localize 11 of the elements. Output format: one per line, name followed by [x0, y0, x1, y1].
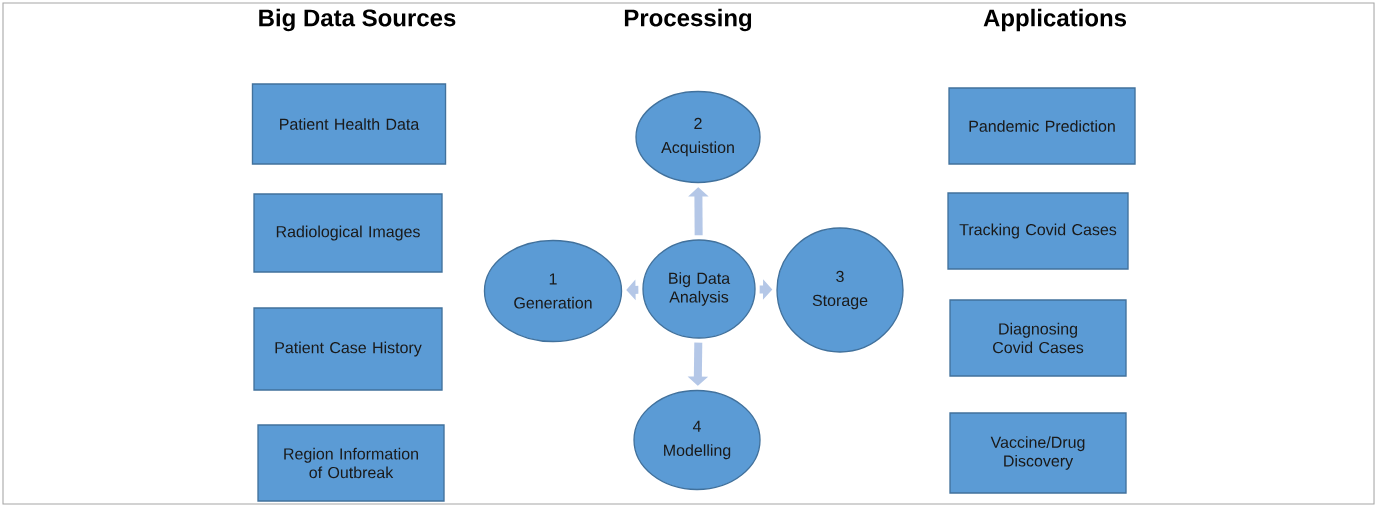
text-box: Region Information of Outbreak	[257, 424, 445, 502]
column-heading: Processing	[624, 8, 752, 32]
text-box: Vaccine/Drug Discovery	[949, 412, 1127, 494]
column-heading: Applications	[983, 8, 1127, 32]
text-box: Tracking Covid Cases	[947, 192, 1129, 270]
text-box: Patient Health Data	[251, 83, 447, 165]
text-box: Pandemic Prediction	[948, 87, 1136, 165]
text-box: Patient Case History	[253, 307, 443, 391]
text-box: Diagnosing Covid Cases	[949, 299, 1127, 377]
text-box: Radiological Images	[253, 193, 443, 273]
column-heading: Big Data Sources	[259, 8, 456, 32]
